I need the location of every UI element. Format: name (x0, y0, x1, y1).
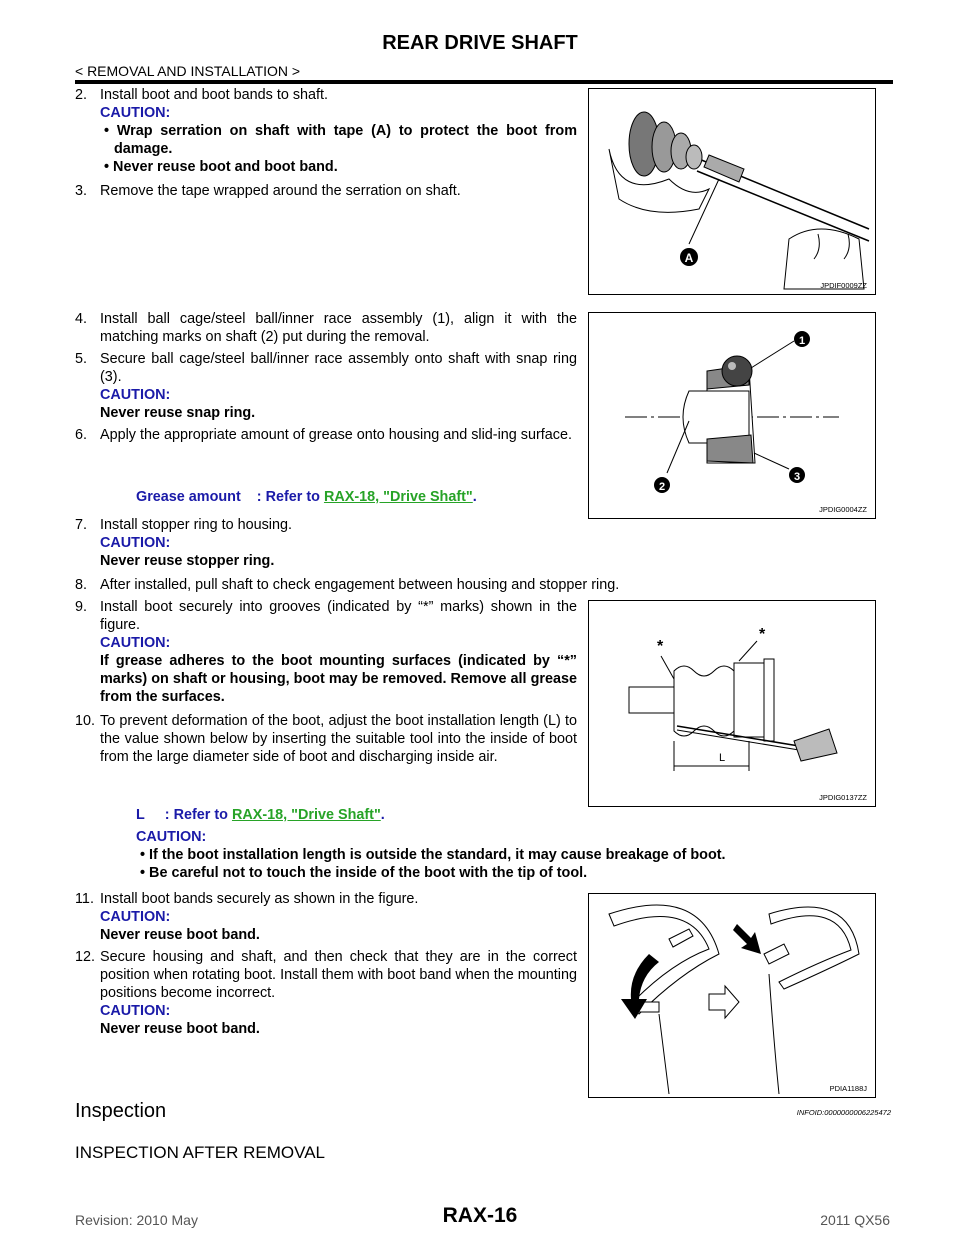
step-number: 8. (75, 577, 88, 593)
step-number: 4. (75, 311, 88, 327)
label-2: 2 (659, 481, 665, 493)
caution-note: If grease adheres to the boot mounting s… (100, 653, 577, 705)
step-7: 7. Install stopper ring to housing. CAUT… (75, 516, 577, 570)
length-reference: L : Refer to RAX-18, "Drive Shaft". (136, 807, 385, 823)
figure-boot-bands: PDIA1188J (588, 893, 876, 1098)
label-l: L (719, 752, 725, 764)
caution-label: CAUTION: (100, 1003, 171, 1019)
step-text: Secure housing and shaft, and then check… (100, 949, 577, 1001)
step-number: 9. (75, 599, 88, 615)
step-number: 10. (75, 713, 96, 729)
info-id: INFOID:0000000006225472 (796, 1108, 891, 1117)
revision-date: Revision: 2010 May (75, 1212, 198, 1228)
caution-bullet: • Never reuse boot and boot band. (104, 159, 338, 175)
subsection-heading: INSPECTION AFTER REMOVAL (75, 1143, 326, 1162)
step-3: 3. Remove the tape wrapped around the se… (75, 182, 577, 200)
page-title: REAR DRIVE SHAFT (382, 32, 578, 54)
step-text: Install boot securely into grooves (indi… (100, 599, 577, 633)
step-6: 6. Apply the appropriate amount of greas… (75, 426, 577, 444)
caution-label: CAUTION: (100, 387, 171, 403)
caution-note: Never reuse boot band. (100, 1021, 260, 1037)
caution-label: CAUTION: (100, 105, 171, 121)
page-number: RAX-16 (442, 1204, 518, 1227)
step-text: To prevent deformation of the boot, adju… (100, 713, 577, 765)
figure-code: PDIA1188J (829, 1084, 867, 1093)
label-1: 1 (799, 335, 805, 347)
figure-boot-tape: A JPDIF0009ZZ (588, 88, 876, 295)
step-12: 12. Secure housing and shaft, and then c… (75, 948, 577, 1038)
star-mark-2: * (759, 626, 766, 643)
grease-reference: Grease amount : Refer to RAX-18, "Drive … (136, 489, 477, 505)
step-text: Install boot bands securely as shown in … (100, 891, 419, 907)
section-heading: Inspection (75, 1100, 167, 1122)
step-number: 3. (75, 183, 88, 199)
step-text: After installed, pull shaft to check eng… (100, 577, 620, 593)
step-5: 5. Secure ball cage/steel ball/inner rac… (75, 350, 577, 422)
step-number: 7. (75, 517, 88, 533)
star-mark-1: * (657, 638, 664, 655)
label-a: A (685, 251, 694, 265)
step-number: 11. (75, 891, 94, 907)
length-link[interactable]: RAX-18, "Drive Shaft" (231, 807, 381, 823)
step-text: Secure ball cage/steel ball/inner race a… (100, 351, 577, 385)
header-rule (75, 80, 893, 84)
boot-install-illustration: * * L (628, 626, 838, 771)
figure-code: JPDIF0009ZZ (820, 281, 867, 290)
step-text: Install ball cage/steel ball/inner race … (100, 311, 577, 345)
caution-note: Never reuse boot band. (100, 927, 260, 943)
caution-note: Never reuse snap ring. (100, 405, 256, 421)
caution-label: CAUTION: (100, 909, 171, 925)
step-8: 8. After installed, pull shaft to check … (75, 576, 893, 594)
boot-bands-illustration (608, 904, 860, 1095)
step-text: Apply the appropriate amount of grease o… (100, 427, 572, 443)
step-11: 11. Install boot bands securely as shown… (75, 890, 577, 944)
caution-label: CAUTION: (100, 535, 171, 551)
step-4: 4. Install ball cage/steel ball/inner ra… (75, 310, 577, 346)
step-text: Install stopper ring to housing. (100, 517, 292, 533)
caution-bullet: • Be careful not to touch the inside of … (140, 865, 588, 881)
step-9: 9. Install boot securely into grooves (i… (75, 598, 577, 706)
step-number: 5. (75, 351, 88, 367)
step-text: Remove the tape wrapped around the serra… (100, 183, 461, 199)
step-number: 2. (75, 87, 88, 103)
step-number: 6. (75, 427, 88, 443)
caution-note: Never reuse stopper ring. (100, 553, 275, 569)
breadcrumb: < REMOVAL AND INSTALLATION > (75, 63, 301, 79)
step-10: 10. To prevent deformation of the boot, … (75, 712, 577, 766)
figure-boot-install: * * L JPDIG0137ZZ (588, 600, 876, 807)
figure-inner-race: 1 2 3 JPDIG0004ZZ (588, 312, 876, 519)
caution-label: CAUTION: (136, 829, 207, 845)
caution-label: CAUTION: (100, 635, 171, 651)
figure-code: JPDIG0137ZZ (819, 793, 867, 802)
label-3: 3 (794, 471, 800, 483)
grease-link[interactable]: RAX-18, "Drive Shaft" (323, 489, 473, 505)
boot-tape-illustration: A (608, 111, 870, 290)
figure-code: JPDIG0004ZZ (819, 505, 867, 514)
inner-race-illustration: 1 2 3 (625, 331, 839, 493)
caution-bullet: • If the boot installation length is out… (140, 847, 726, 863)
step-number: 12. (75, 949, 96, 965)
step-2: 2. Install boot and boot bands to shaft.… (75, 86, 577, 176)
step-text: Install boot and boot bands to shaft. (100, 87, 329, 103)
model-year: 2011 QX56 (820, 1212, 890, 1228)
caution-bullet: • Wrap serration on shaft with tape (A) … (104, 123, 577, 157)
caution-block: CAUTION: • If the boot installation leng… (136, 828, 893, 882)
